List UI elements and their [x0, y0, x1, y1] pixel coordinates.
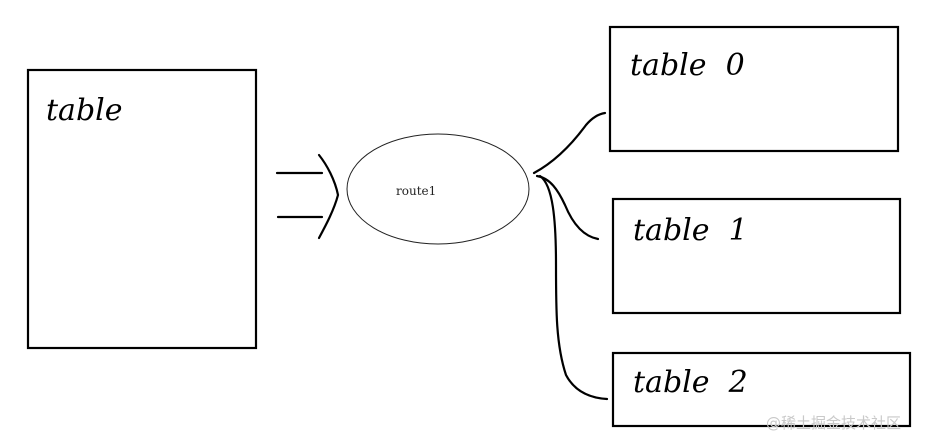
- target-table-2: table 2: [611, 351, 912, 428]
- input-arrow-head: [317, 153, 340, 240]
- target-table-2-label: table 2: [633, 365, 748, 400]
- target-table-0-box: [608, 25, 900, 153]
- branch-connectors: [532, 111, 609, 401]
- target-table-1-label: table 1: [633, 213, 748, 248]
- target-table-0: table 0: [608, 25, 900, 153]
- target-table-1: table 1: [611, 197, 902, 315]
- branch-to-table-0: [532, 111, 607, 175]
- target-table-0-label: table 0: [630, 48, 745, 83]
- branch-to-table-2: [538, 174, 609, 401]
- source-table-label: table: [46, 93, 123, 128]
- source-table: table: [26, 68, 258, 350]
- watermark: @稀土掘金技术社区: [766, 414, 901, 432]
- target-table-1-box: [611, 197, 902, 315]
- router-label: route1: [396, 184, 436, 198]
- input-arrow: [275, 153, 340, 240]
- router-ellipse: [346, 133, 530, 245]
- branch-to-table-1: [535, 174, 600, 241]
- target-table-2-box: [611, 351, 912, 428]
- router: route1: [346, 133, 530, 245]
- source-table-box: [26, 68, 258, 350]
